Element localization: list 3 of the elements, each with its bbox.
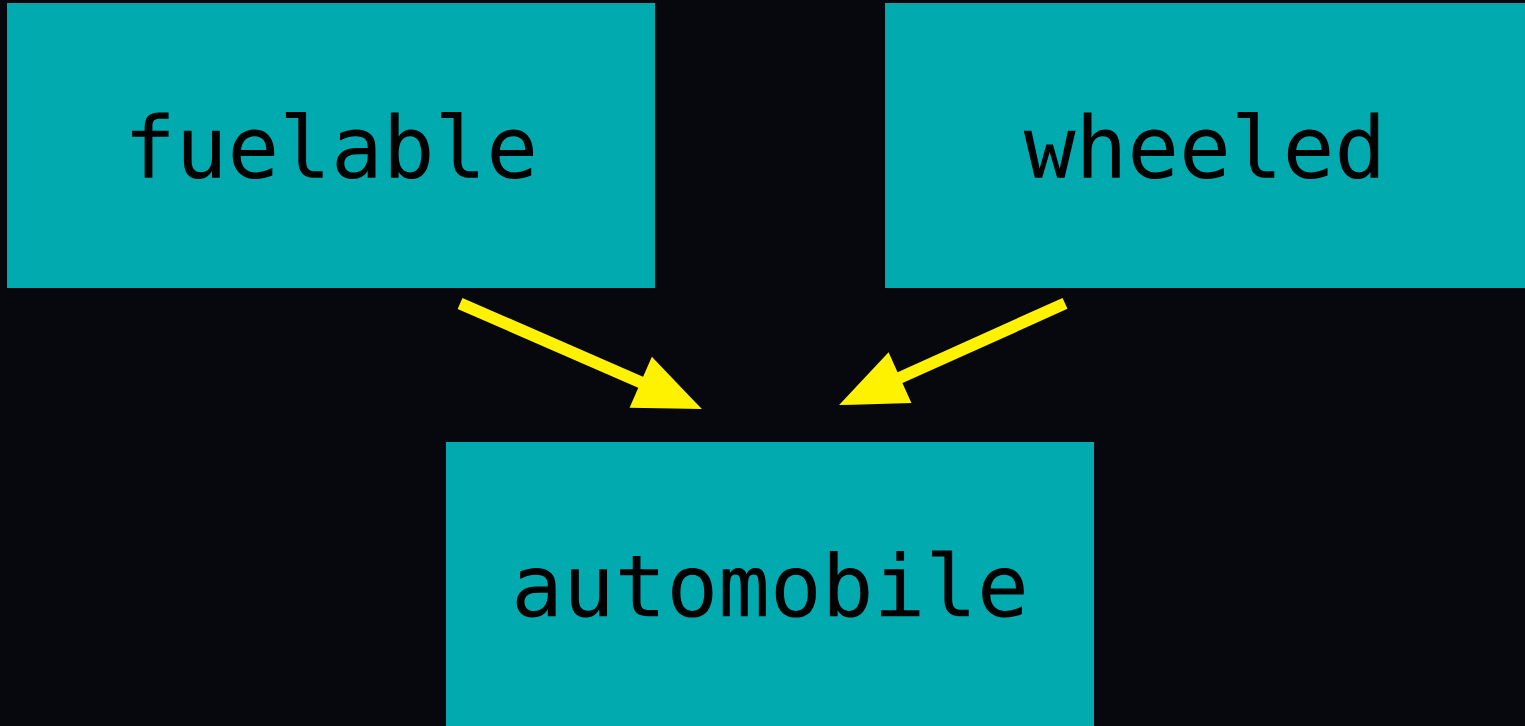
class-box: fuelable bbox=[7, 3, 655, 288]
class-box: automobile bbox=[446, 442, 1094, 726]
class-box: wheeled bbox=[885, 3, 1525, 288]
